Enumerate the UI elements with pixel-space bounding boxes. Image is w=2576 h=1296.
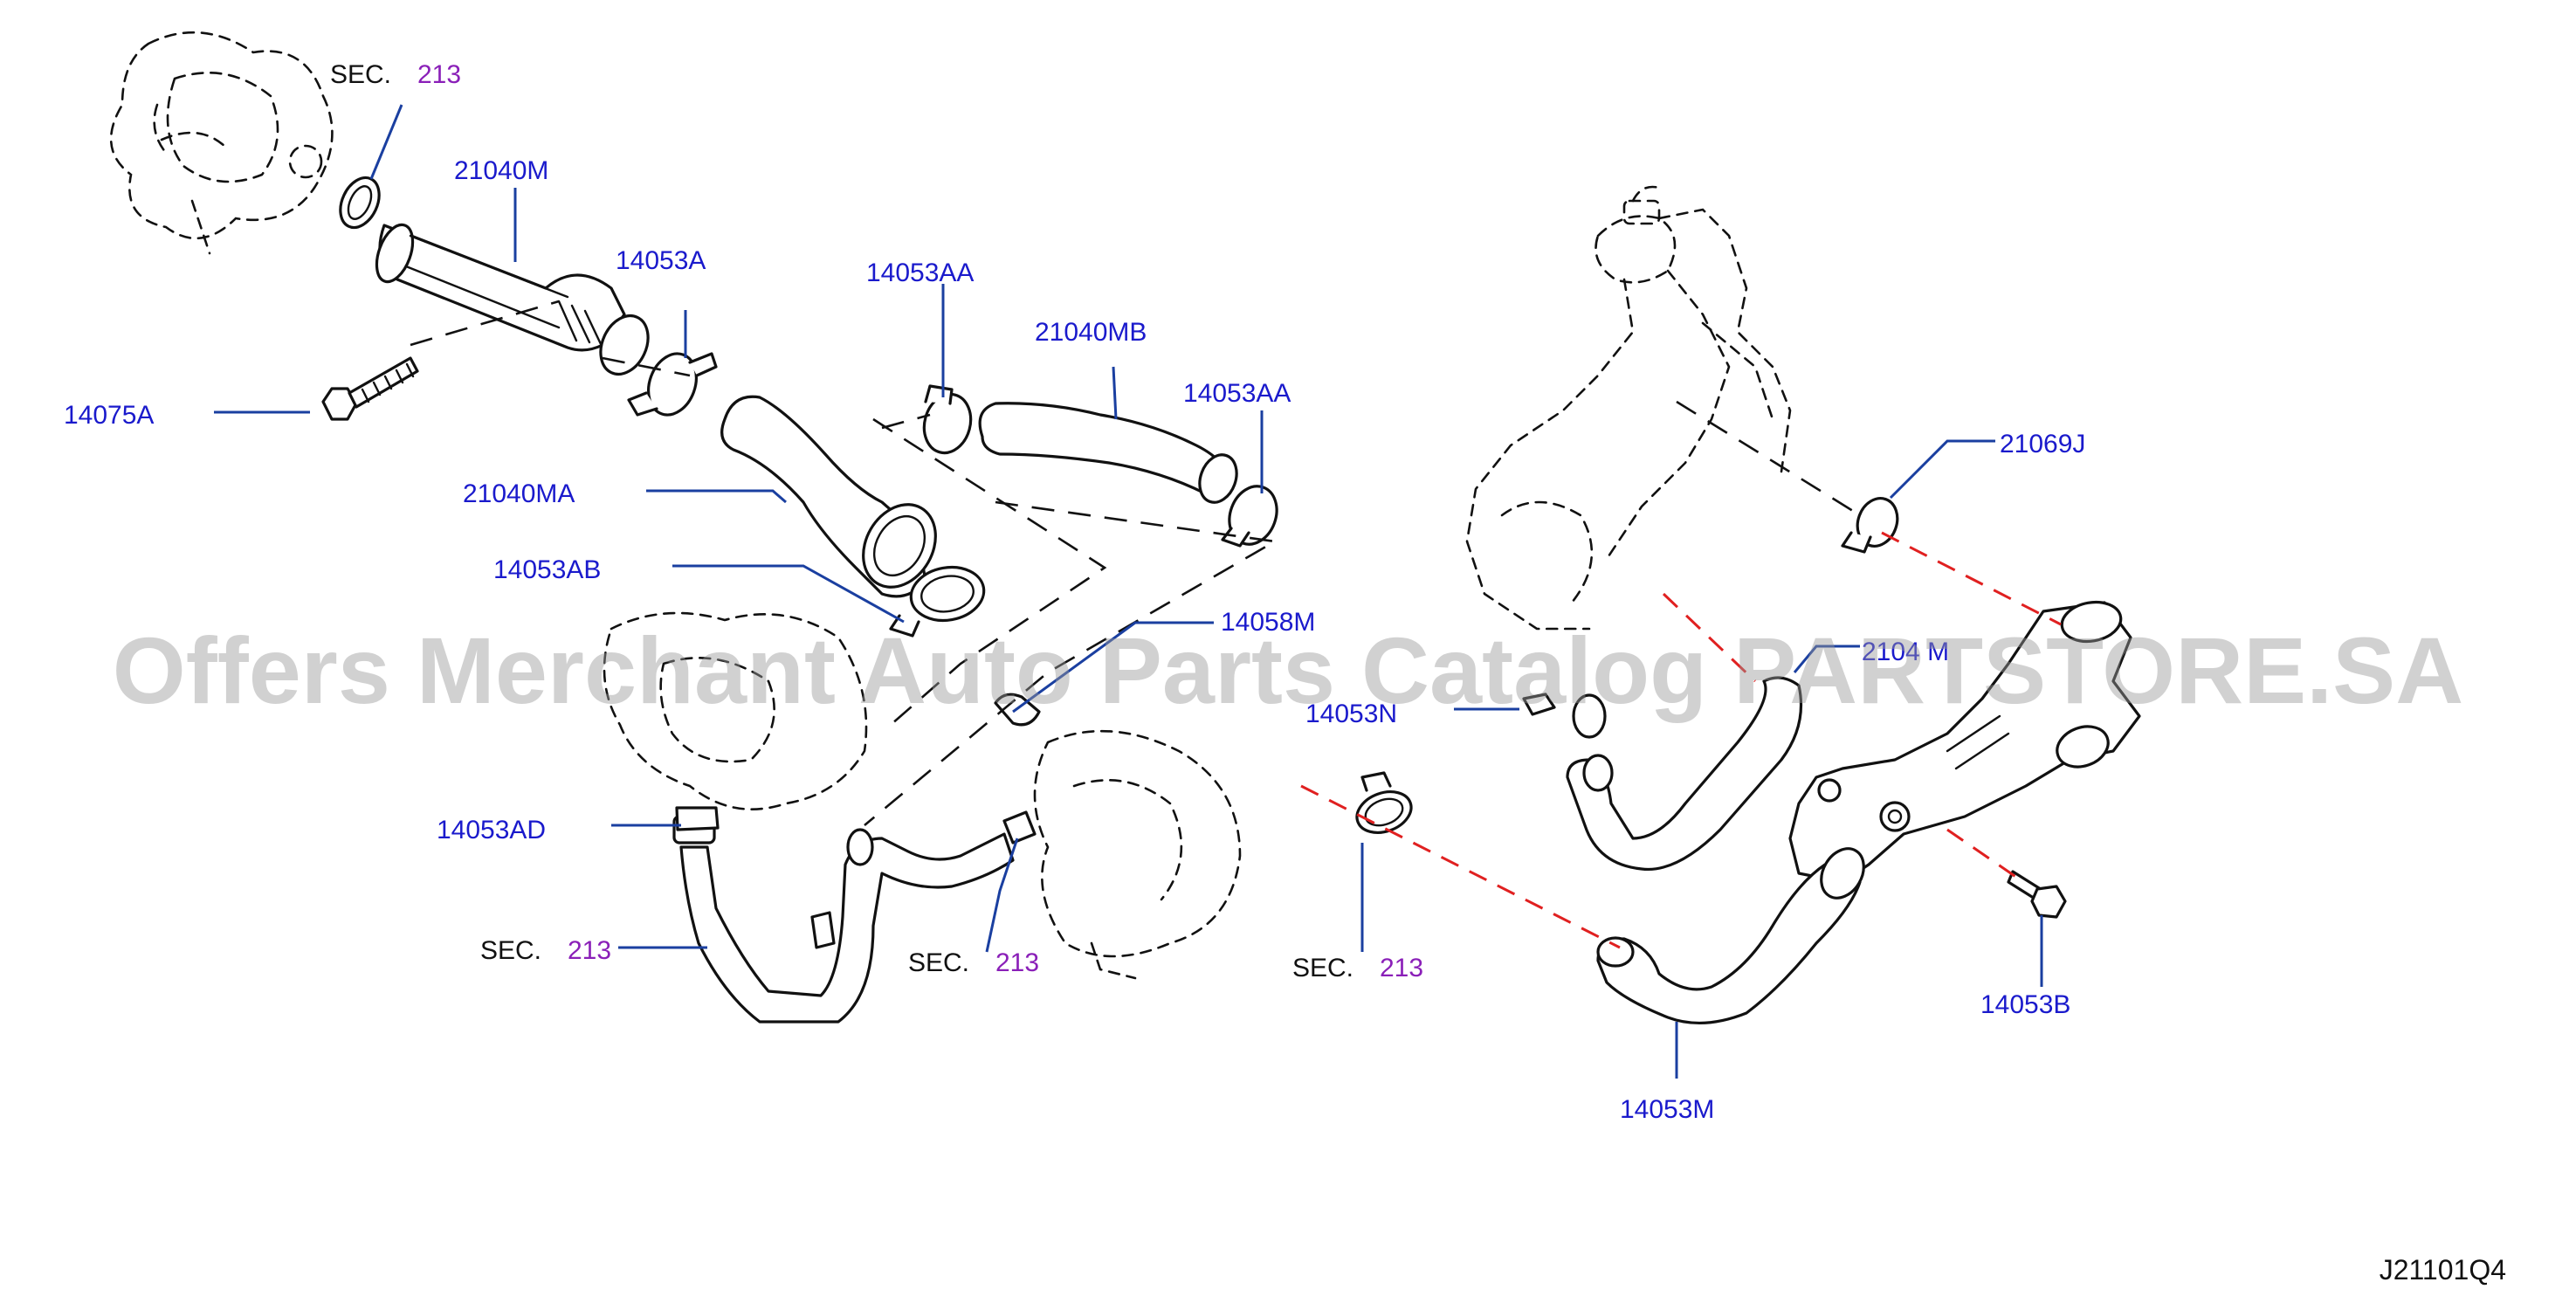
svg-text:SEC.: SEC. (908, 948, 969, 977)
sec-label-lower-center: SEC. 213 (908, 948, 1039, 977)
sec-link-lower-right[interactable]: 213 (1380, 954, 1423, 982)
clamp-14053aa-right (1221, 485, 1278, 548)
clamp-center-small (1002, 810, 1037, 844)
assembly-lines-black (410, 300, 1861, 826)
sec-label-top-left: SEC. 213 (330, 60, 461, 89)
hose-2104m (1566, 676, 1803, 872)
engine-block-ghost-upper-left (109, 31, 334, 255)
clamp-sec213-right (1355, 771, 1413, 834)
tube-21040m (375, 223, 650, 376)
assembly-lines-red (1300, 531, 2062, 949)
clamp-21069j (1841, 497, 1899, 554)
leader-lines (214, 104, 2043, 1079)
label-14053ab[interactable]: 14053AB (493, 555, 601, 584)
sec-link-top-left[interactable]: 213 (417, 60, 461, 89)
label-2104m-partial[interactable]: 2104 M (1862, 638, 1949, 666)
hose-21040mb (978, 402, 1238, 504)
sec-label-lower-left: SEC. 213 (480, 936, 611, 965)
svg-text:SEC.: SEC. (480, 936, 541, 965)
sec-link-lower-left[interactable]: 213 (568, 936, 611, 965)
sec-label-lower-right: SEC. 213 (1292, 954, 1423, 982)
hose-21040ma (720, 395, 937, 598)
clamp-14053ab (889, 565, 986, 638)
label-21069j[interactable]: 21069J (2000, 430, 2085, 458)
label-14053a[interactable]: 14053A (616, 246, 706, 275)
o-ring (339, 176, 381, 230)
label-21040m[interactable]: 21040M (454, 156, 548, 185)
label-14053ad[interactable]: 14053AD (437, 816, 546, 844)
manifold-ghost-upper-right (1465, 185, 1792, 631)
hose-14053m (1596, 847, 1865, 1024)
label-14053aa-right[interactable]: 14053AA (1183, 379, 1291, 408)
engine-front-ghost-center (603, 611, 1242, 980)
clamp-14053ad (675, 806, 720, 831)
label-14053m[interactable]: 14053M (1620, 1095, 1714, 1124)
sec-link-lower-center[interactable]: 213 (995, 948, 1039, 977)
label-14053n[interactable]: 14053N (1305, 700, 1397, 728)
label-21040ma[interactable]: 21040MA (463, 479, 575, 508)
svg-text:SEC.: SEC. (330, 60, 391, 89)
svg-text:SEC.: SEC. (1292, 954, 1353, 982)
label-14053b[interactable]: 14053B (1980, 990, 2070, 1019)
label-14053aa-left[interactable]: 14053AA (866, 259, 974, 287)
label-21040mb[interactable]: 21040MB (1035, 318, 1147, 347)
watermark-text: Offers Merchant Auto Parts Catalog PARTS… (113, 617, 2463, 723)
label-14058m[interactable]: 14058M (1221, 608, 1315, 637)
bolt-14075a (321, 356, 419, 421)
water-outlet-housing (1788, 600, 2141, 884)
diagram-id: J21101Q4 (2380, 1254, 2506, 1286)
clamp-14053n (1522, 693, 1607, 739)
bolt-14053b (2007, 870, 2067, 919)
hose-lower-left (672, 815, 1015, 1024)
label-14075a[interactable]: 14075A (64, 401, 154, 430)
clamp-14053aa-left (922, 384, 973, 455)
